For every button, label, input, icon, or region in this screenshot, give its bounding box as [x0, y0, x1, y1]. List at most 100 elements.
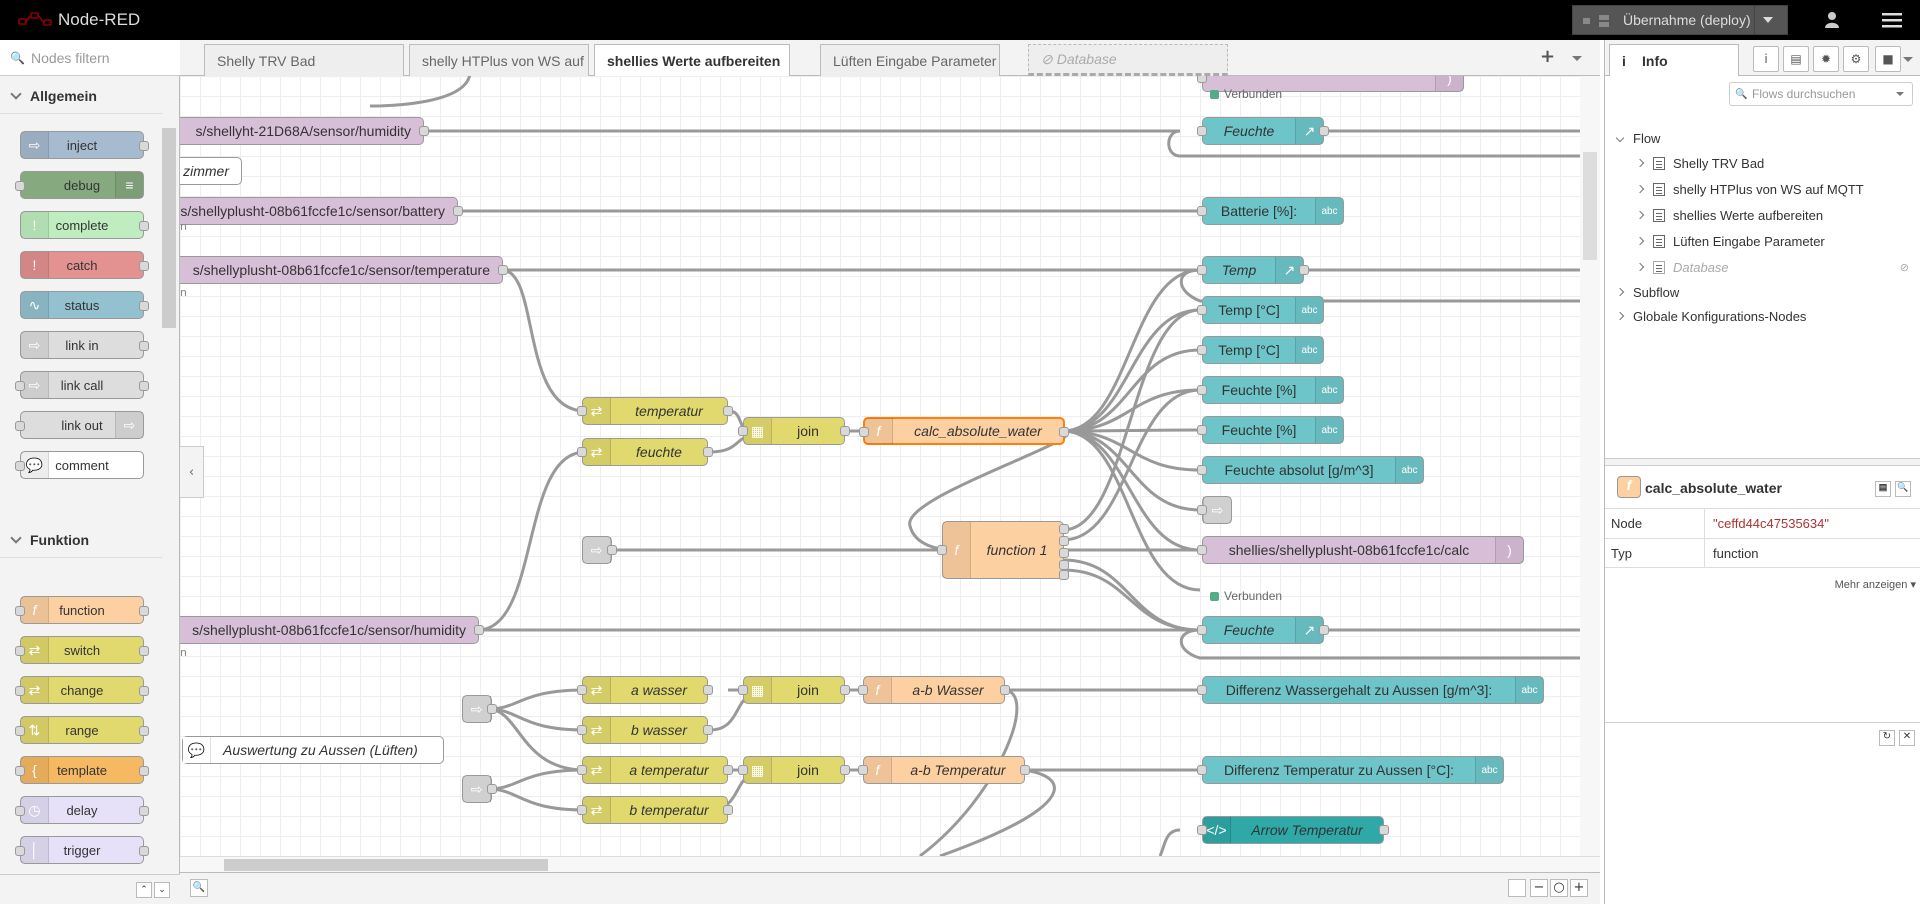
zoom-in-button[interactable]: +	[1570, 879, 1588, 897]
text-node-diff-wasser[interactable]: Differenz Wassergehalt zu Aussen [g/m^3]…	[1197, 676, 1544, 704]
dashboard-icon[interactable]: ■	[1875, 46, 1901, 72]
mqtt-in-humidity-21d68a[interactable]: s/shellyht-21D68A/sensor/humidity	[180, 117, 429, 145]
palette-node-complete[interactable]: !complete	[20, 211, 149, 239]
flows-search-input[interactable]: 🔍Flows durchsuchen	[1729, 82, 1913, 106]
tree-flow-database[interactable]: Database⊘	[1605, 256, 1920, 278]
palette-collapse-handle[interactable]: ‹	[180, 446, 204, 498]
refresh-icon[interactable]: ↻	[1879, 730, 1895, 746]
palette-node-debug[interactable]: ≡debug	[15, 171, 144, 199]
tab-shelly-trv-bad[interactable]: Shelly TRV Bad	[204, 44, 404, 76]
tree-flow-shellies-werte[interactable]: shellies Werte aufbereiten	[1605, 204, 1823, 226]
chart-node-feuchte[interactable]: Feuchte↗	[1197, 117, 1329, 145]
change-node-a-temperatur[interactable]: ⇄a temperatur	[577, 756, 733, 784]
tree-flow-lueften[interactable]: Lüften Eingabe Parameter	[1605, 230, 1825, 252]
navigator-button[interactable]	[1508, 879, 1526, 897]
main-menu-button[interactable]	[1870, 0, 1914, 40]
link-in-node[interactable]: ⇨	[462, 775, 497, 803]
template-node-arrow-temperatur[interactable]: </>Arrow Temperatur	[1197, 816, 1389, 844]
palette-node-switch[interactable]: ⇄switch	[15, 636, 149, 664]
link-in-node[interactable]: ⇨	[582, 536, 617, 564]
tree-flow-shelly-trv-bad[interactable]: Shelly TRV Bad	[1605, 152, 1764, 174]
change-node-b-temperatur[interactable]: ⇄b temperatur	[577, 796, 733, 824]
tab-shellies-werte[interactable]: shellies Werte aufbereiten	[594, 44, 790, 77]
tab-shelly-htplus[interactable]: shelly HTPlus von WS auf MQTT	[409, 44, 589, 76]
comment-auswertung-aussen[interactable]: 💬Auswertung zu Aussen (Lüften)	[182, 736, 444, 764]
expand-all-button[interactable]: ⌄	[154, 882, 170, 898]
mqtt-out-calc[interactable]: shellies/shellyplusht-08b61fccfe1c/calc)	[1197, 536, 1524, 564]
link-in-node[interactable]: ⇨	[462, 695, 497, 723]
link-out-node[interactable]: ⇨	[1197, 496, 1232, 524]
add-tab-button[interactable]: +	[1540, 46, 1556, 67]
search-icon[interactable]: 🔍	[190, 879, 208, 897]
mqtt-in-temperature[interactable]: s/shellyplusht-08b61fccfe1c/sensor/tempe…	[180, 256, 508, 284]
change-node-feuchte[interactable]: ⇄feuchte	[577, 438, 713, 466]
palette-node-comment[interactable]: 💬comment	[15, 451, 144, 479]
change-node-temperatur[interactable]: ⇄temperatur	[577, 397, 733, 425]
palette-node-link-call[interactable]: ⇨link call	[15, 371, 149, 399]
tree-flow-shelly-htplus[interactable]: shelly HTPlus von WS auf MQTT	[1605, 178, 1864, 200]
info-tab-button[interactable]: i	[1753, 46, 1779, 72]
text-node-batterie[interactable]: Batterie [%]:abc	[1197, 197, 1344, 225]
palette-node-link-in[interactable]: ⇨link in	[20, 331, 149, 359]
workspace-horizontal-scrollbar[interactable]	[180, 856, 1600, 872]
palette-category-funktion[interactable]: Funktion	[0, 522, 162, 558]
sidebar-split-handle[interactable]	[1605, 458, 1920, 466]
zoom-reset-button[interactable]: ○	[1550, 879, 1568, 897]
palette-node-inject[interactable]: ⇨inject	[20, 131, 149, 159]
palette-node-catch[interactable]: !catch	[20, 251, 149, 279]
palette-search-input[interactable]: Nodes filtern	[30, 49, 110, 66]
tab-list-dropdown-icon[interactable]	[1572, 56, 1582, 61]
chart-node-feuchte-2[interactable]: Feuchte↗	[1197, 616, 1329, 644]
tree-global-config[interactable]: Globale Konfigurations-Nodes	[1605, 305, 1806, 327]
mqtt-in-humidity[interactable]: s/shellyplusht-08b61fccfe1c/sensor/humid…	[180, 616, 484, 644]
palette-node-delay[interactable]: ◷delay	[15, 796, 149, 824]
tab-lueften[interactable]: Lüften Eingabe Parameter	[820, 44, 1000, 76]
palette-node-trigger[interactable]: │trigger	[15, 836, 149, 864]
copy-icon[interactable]: ▤	[1875, 481, 1891, 497]
deploy-button[interactable]: Übernahme (deploy)	[1572, 5, 1788, 35]
palette-node-link-out[interactable]: ⇨link out	[15, 411, 144, 439]
config-gear-icon[interactable]: ⚙	[1843, 46, 1869, 72]
palette-search[interactable]: 🔍 Nodes filtern	[0, 40, 180, 76]
debug-bug-icon[interactable]: ✹	[1813, 46, 1839, 72]
mehr-anzeigen-link[interactable]: Mehr anzeigen ▾	[1834, 579, 1916, 591]
palette-node-range[interactable]: ⇅range	[15, 716, 149, 744]
palette-category-allgemein[interactable]: Allgemein	[0, 78, 162, 114]
change-node-a-wasser[interactable]: ⇄a wasser	[577, 676, 713, 704]
text-node-feuchte-p-1[interactable]: Feuchte [%]abc	[1197, 376, 1344, 404]
change-node-b-wasser[interactable]: ⇄b wasser	[577, 716, 713, 744]
text-node-feuchte-absolut[interactable]: Feuchte absolut [g/m^3]abc	[1197, 456, 1424, 484]
tree-subflow[interactable]: Subflow	[1605, 281, 1679, 303]
text-node-feuchte-p-2[interactable]: Feuchte [%]abc	[1197, 416, 1344, 444]
search-icon[interactable]: 🔍	[1895, 481, 1911, 497]
text-node-diff-temp[interactable]: Differenz Temperatur zu Aussen [°C]:abc	[1197, 756, 1504, 784]
palette-node-change[interactable]: ⇄change	[15, 676, 149, 704]
tree-flow-root[interactable]: Flow	[1605, 127, 1660, 149]
flow-workspace[interactable]: s/shellyht-21D68A/sensor/humidity zimmer…	[180, 76, 1580, 856]
comment-zimmer[interactable]: zimmer	[180, 157, 242, 185]
text-node-temp-c-2[interactable]: Temp [°C]abc	[1197, 336, 1324, 364]
join-node-1[interactable]: ▦join	[738, 417, 850, 445]
mqtt-in-battery[interactable]: s/shellyplusht-08b61fccfe1c/sensor/batte…	[180, 197, 463, 225]
chart-node-temp[interactable]: Temp↗	[1197, 256, 1309, 284]
join-node-2[interactable]: ▦join	[738, 676, 850, 704]
collapse-all-button[interactable]: ⌃	[136, 882, 152, 898]
close-icon[interactable]: ✕	[1899, 730, 1915, 746]
palette-node-status[interactable]: ∿status	[20, 291, 149, 319]
tab-database[interactable]: ⊘Database	[1028, 44, 1228, 76]
help-book-icon[interactable]: ▤	[1783, 46, 1809, 72]
workspace-vertical-scrollbar[interactable]	[1580, 76, 1600, 856]
text-node-temp-c-1[interactable]: Temp [°C]abc	[1197, 296, 1324, 324]
palette-node-template[interactable]: {template	[15, 756, 149, 784]
deploy-dropdown-icon[interactable]	[1763, 17, 1773, 23]
join-node-3[interactable]: ▦join	[738, 756, 850, 784]
user-button[interactable]	[1810, 0, 1854, 40]
zoom-out-button[interactable]: −	[1530, 879, 1548, 897]
sidebar-dropdown-icon[interactable]	[1903, 57, 1913, 62]
